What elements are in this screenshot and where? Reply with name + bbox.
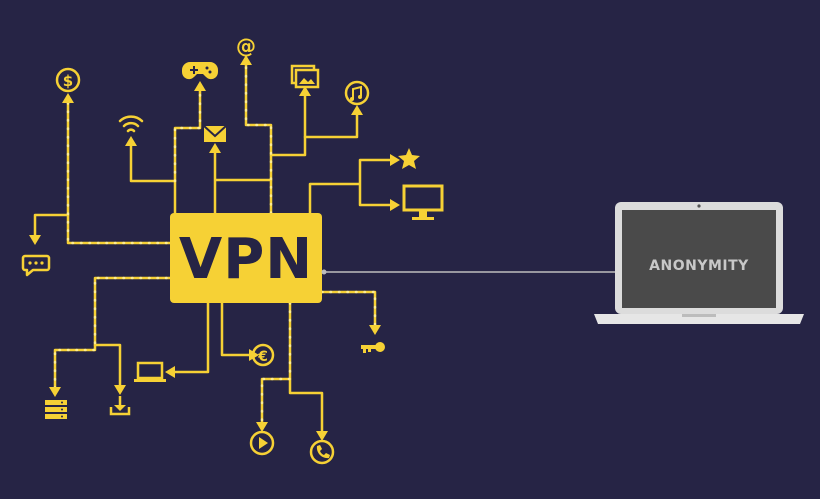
laptop-base — [594, 314, 804, 324]
wire-server — [53, 276, 177, 392]
laptop-camera — [697, 204, 701, 208]
wire-key — [320, 290, 377, 330]
download-icon — [109, 396, 131, 416]
laptop-icon — [134, 361, 166, 382]
laptop-screen-text: ANONYMITY — [649, 258, 749, 274]
at-icon: @ — [236, 34, 256, 58]
wire-star-monitor — [308, 158, 395, 215]
phone-icon — [309, 439, 335, 465]
chat-icon — [21, 254, 51, 277]
vpn-hub-label: VPN — [179, 227, 313, 292]
monitor-icon — [402, 184, 444, 220]
gamepad-icon — [181, 62, 219, 80]
music-icon — [344, 80, 370, 106]
vpn-hub-box — [170, 213, 322, 303]
laptop-hinge — [682, 314, 716, 317]
svg-text:@: @ — [236, 34, 256, 58]
dollar-icon: $ — [55, 67, 81, 93]
star-icon — [398, 148, 420, 169]
wire-mail — [213, 148, 273, 215]
vpn-hub: VPN — [170, 213, 322, 303]
wire-dollar — [66, 98, 177, 245]
laptop-screen — [622, 210, 776, 308]
wire-wifi — [129, 141, 177, 217]
key-icon — [361, 342, 385, 353]
svg-text:€: € — [257, 349, 268, 365]
wifi-icon — [118, 115, 144, 133]
wire-phone — [288, 377, 324, 436]
arrowheads — [29, 55, 400, 441]
image-icon — [290, 64, 320, 89]
server-icon — [45, 400, 67, 419]
euro-icon: € — [251, 343, 275, 367]
wire-image — [269, 91, 307, 157]
wire-at — [244, 60, 273, 215]
wire-chat — [33, 213, 70, 240]
wire-download — [93, 343, 122, 390]
svg-text:$: $ — [63, 72, 73, 90]
wire-laptop-small — [170, 301, 210, 374]
wire-dots — [53, 60, 377, 427]
anonymity-laptop: ANONYMITY — [594, 202, 804, 324]
wire-music — [303, 110, 359, 139]
wire-euro — [220, 301, 254, 357]
laptop-connector-dot — [321, 269, 327, 275]
wire-gamepad — [173, 86, 202, 183]
mail-icon — [203, 125, 227, 142]
play-icon — [249, 430, 275, 456]
